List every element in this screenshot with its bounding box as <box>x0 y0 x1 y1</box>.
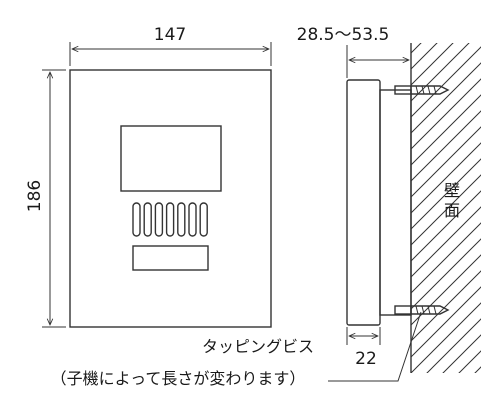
intercom-front-panel <box>69 69 272 328</box>
speaker-slot <box>132 202 141 237</box>
housing-side-profile <box>346 79 381 326</box>
screw-note: （子機によって長さが変わります） <box>51 369 306 388</box>
height-label: 186 <box>25 180 45 212</box>
speaker-slot <box>199 202 208 237</box>
screw-leader-line <box>328 311 422 382</box>
speaker-slot <box>165 202 175 237</box>
mounting-base <box>379 89 412 316</box>
camera-window <box>120 125 222 192</box>
speaker-grille <box>132 202 208 237</box>
depth-range-label: 28.5～53.5 <box>297 25 390 45</box>
wall-hatching <box>411 43 481 373</box>
base-depth-label: 22 <box>355 349 377 369</box>
speaker-slot <box>143 202 152 237</box>
wall-label-2: 面 <box>444 201 460 220</box>
side-view: 28.5～53.5 壁 面 22 <box>297 25 481 382</box>
wall-label-1: 壁 <box>444 181 460 200</box>
screw-top <box>394 85 450 95</box>
speaker-slot <box>154 202 164 237</box>
name-plate <box>132 245 209 271</box>
screw-bottom <box>394 305 450 315</box>
speaker-slot <box>177 202 186 237</box>
width-label: 147 <box>154 25 186 45</box>
speaker-slot <box>188 202 197 237</box>
front-view: 147 186 <box>25 25 272 328</box>
screw-label: タッピングビス <box>202 337 314 356</box>
